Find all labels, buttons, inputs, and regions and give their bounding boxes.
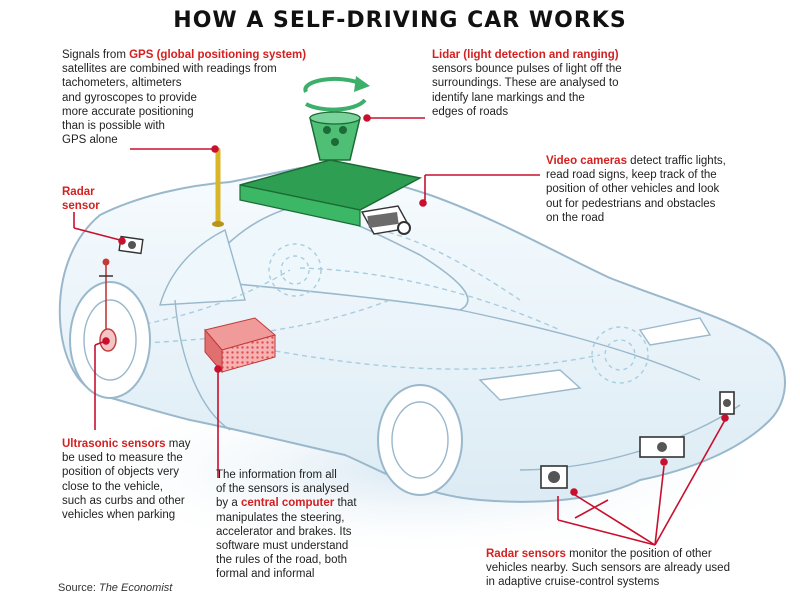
computer-line: accelerator and brakes. Its xyxy=(216,525,352,538)
computer-line: formal and informal xyxy=(216,568,315,581)
rotation-arrow-lower-icon xyxy=(305,98,367,112)
lidar-unit xyxy=(309,111,361,161)
front-radar-right xyxy=(719,391,735,415)
video-caption: Video cameras detect traffic lights, rea… xyxy=(546,154,726,225)
source-credit: Source: The Economist xyxy=(58,582,172,594)
ultrasonic-line: such as curbs and other xyxy=(62,494,185,507)
computer-line: software must understand xyxy=(216,540,349,553)
ultrasonic-line: be used to measure the xyxy=(62,452,183,465)
video-rest: detect traffic lights, xyxy=(626,155,726,167)
steering-rings xyxy=(268,243,649,384)
lidar-label: Lidar (light detection and ranging) xyxy=(432,49,619,61)
radar-side-caption: Radar sensor xyxy=(62,185,100,213)
gps-antenna xyxy=(212,147,224,227)
computer-line: manipulates the steering, xyxy=(216,511,345,524)
video-camera xyxy=(360,205,412,235)
video-line: read road signs, keep track of the xyxy=(546,169,717,182)
lidar-line: identify lane markings and the xyxy=(432,91,585,104)
gps-line: GPS alone xyxy=(62,134,118,147)
ultrasonic-caption: Ultrasonic sensors may be used to measur… xyxy=(62,437,190,522)
rotation-arrowhead-icon xyxy=(354,76,370,92)
radar-front-label: Radar sensors xyxy=(486,548,566,560)
front-radar-center xyxy=(639,436,685,458)
ultrasonic-line: close to the vehicle, xyxy=(62,480,164,493)
video-line: position of other vehicles and look xyxy=(546,183,720,196)
video-label: Video cameras xyxy=(546,155,627,167)
gps-line: satellites are combined with readings fr… xyxy=(62,63,277,76)
front-wheel xyxy=(377,384,463,496)
gps-line: more accurate positioning xyxy=(62,105,194,118)
lidar-line: sensors bounce pulses of light off the xyxy=(432,63,622,76)
ultrasonic-label: Ultrasonic sensors xyxy=(62,438,166,450)
radar-side-label: sensor xyxy=(62,200,100,213)
radar-side-label: Radar xyxy=(62,186,95,198)
diagram-title: HOW A SELF-DRIVING CAR WORKS xyxy=(173,8,627,33)
computer-label: central computer xyxy=(240,497,335,510)
ultrasonic-rest: may xyxy=(165,438,191,450)
gps-line: tachometers, altimeters xyxy=(62,77,182,90)
source-name: The Economist xyxy=(98,582,173,594)
side-window xyxy=(159,228,246,306)
radar-front-rest: monitor the position of other xyxy=(565,548,712,560)
door-line xyxy=(174,299,231,431)
windscreen xyxy=(193,204,469,311)
computer-caption: The information from all of the sensors … xyxy=(216,468,357,582)
hood-vent xyxy=(638,317,712,346)
ultrasonic-line: vehicles when parking xyxy=(62,509,176,522)
roof-rack-front xyxy=(239,184,361,227)
internal-wiring xyxy=(109,229,601,370)
hood-line xyxy=(459,309,701,381)
ultrasonic-probe xyxy=(99,258,113,330)
central-computer xyxy=(204,317,277,374)
gps-caption: Signals from GPS (global positioning sys… xyxy=(62,48,306,147)
gps-line: than is possible with xyxy=(62,120,165,133)
computer-line: The information from all xyxy=(216,469,337,481)
video-line: out for pedestrians and obstacles xyxy=(546,197,716,210)
computer-rest: that xyxy=(334,497,357,510)
computer-line: the rules of the road, both xyxy=(216,554,348,567)
gps-label: GPS (global positioning system) xyxy=(129,49,307,61)
ultrasonic-line: position of objects very xyxy=(62,466,179,479)
front-radar-left xyxy=(540,465,568,489)
radar-front-line: in adaptive cruise-control systems xyxy=(486,576,660,589)
video-line: on the road xyxy=(546,211,605,224)
lidar-line: edges of roads xyxy=(432,105,509,118)
computer-by: by a xyxy=(216,497,241,510)
gps-caption-pre: Signals from xyxy=(62,49,130,61)
lidar-line: surroundings. These are analysed to xyxy=(432,77,619,90)
source-prefix: Source: xyxy=(58,582,99,594)
gps-line: and gyroscopes to provide xyxy=(62,91,197,104)
computer-line: of the sensors is analysed xyxy=(216,483,349,496)
rotation-arrow-icon xyxy=(303,76,363,93)
radar-front-line: vehicles nearby. Such sensors are alread… xyxy=(486,562,730,575)
rear-wheel xyxy=(69,281,151,399)
lidar-caption: Lidar (light detection and ranging) sens… xyxy=(432,48,622,119)
leader-lines xyxy=(73,114,729,546)
headlight xyxy=(478,369,582,401)
radar-front-caption: Radar sensors monitor the position of ot… xyxy=(486,547,730,590)
